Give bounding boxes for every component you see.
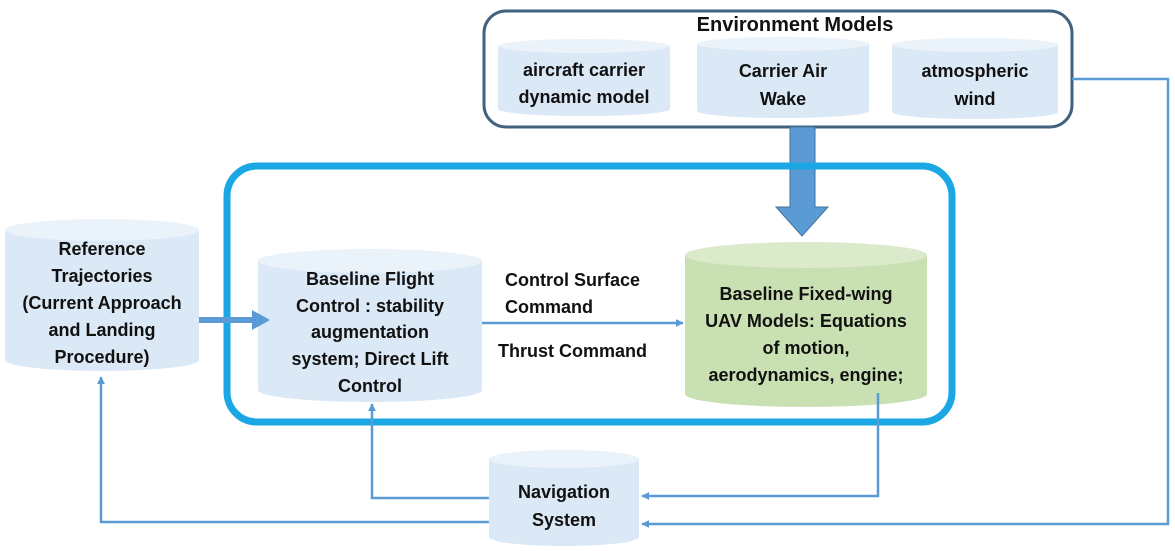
cylinder-baseline-flight-control: Baseline Flight Control : stability augm…	[258, 249, 482, 402]
flight-control-line-2: Control : stability	[296, 296, 444, 316]
cylinder-atmospheric-wind: atmospheric wind	[892, 38, 1058, 119]
navigation-line-1: Navigation	[518, 482, 610, 502]
reference-line-2: Trajectories	[51, 266, 152, 286]
uav-model-line-3: of motion,	[763, 338, 850, 358]
control-loop-frame	[223, 162, 956, 426]
environment-to-uav-block-arrow	[774, 126, 830, 237]
navigation-line-2: System	[532, 510, 596, 530]
navigation-to-flight-control-line	[368, 403, 489, 500]
flight-control-line-5: Control	[338, 376, 402, 396]
flight-control-line-3: augmentation	[311, 322, 429, 342]
reference-to-flight-control-arrowhead	[252, 310, 270, 330]
cylinder-navigation-system: Navigation System	[489, 450, 639, 546]
thrust-command-label: Thrust Command	[498, 341, 647, 361]
env-model-2-line-2: Wake	[760, 89, 806, 109]
environment-to-navigation-line	[641, 77, 1170, 528]
cylinder-reference-trajectories: Reference Trajectories (Current Approach…	[5, 219, 199, 371]
navigation-to-reference-line	[97, 376, 489, 524]
uav-model-line-4: aerodynamics, engine;	[708, 365, 903, 385]
env-model-3-line-1: atmospheric	[921, 61, 1028, 81]
control-surface-label-line-2: Command	[505, 297, 593, 317]
reference-line-1: Reference	[58, 239, 145, 259]
flight-control-line-1: Baseline Flight	[306, 269, 434, 289]
uav-model-line-2: UAV Models: Equations	[705, 311, 907, 331]
cylinder-baseline-uav-model: Baseline Fixed-wing UAV Models: Equation…	[685, 242, 927, 407]
env-model-3-line-2: wind	[954, 89, 996, 109]
env-model-1-line-2: dynamic model	[518, 87, 649, 107]
env-model-1-line-1: aircraft carrier	[523, 60, 645, 80]
environment-models-title: Environment Models	[697, 14, 894, 36]
reference-line-4: and Landing	[49, 320, 156, 340]
reference-line-5: Procedure)	[54, 347, 149, 367]
env-model-2-line-1: Carrier Air	[739, 61, 827, 81]
cylinder-aircraft-carrier-dynamic-model: aircraft carrier dynamic model	[498, 39, 670, 116]
uav-model-line-1: Baseline Fixed-wing	[719, 284, 892, 304]
flight-control-line-4: system; Direct Lift	[291, 349, 448, 369]
uav-to-navigation-feedback-line	[641, 393, 880, 500]
control-surface-label-line-1: Control Surface	[505, 270, 640, 290]
cylinder-carrier-air-wake: Carrier Air Wake	[697, 37, 869, 118]
reference-line-3: (Current Approach	[22, 293, 181, 313]
